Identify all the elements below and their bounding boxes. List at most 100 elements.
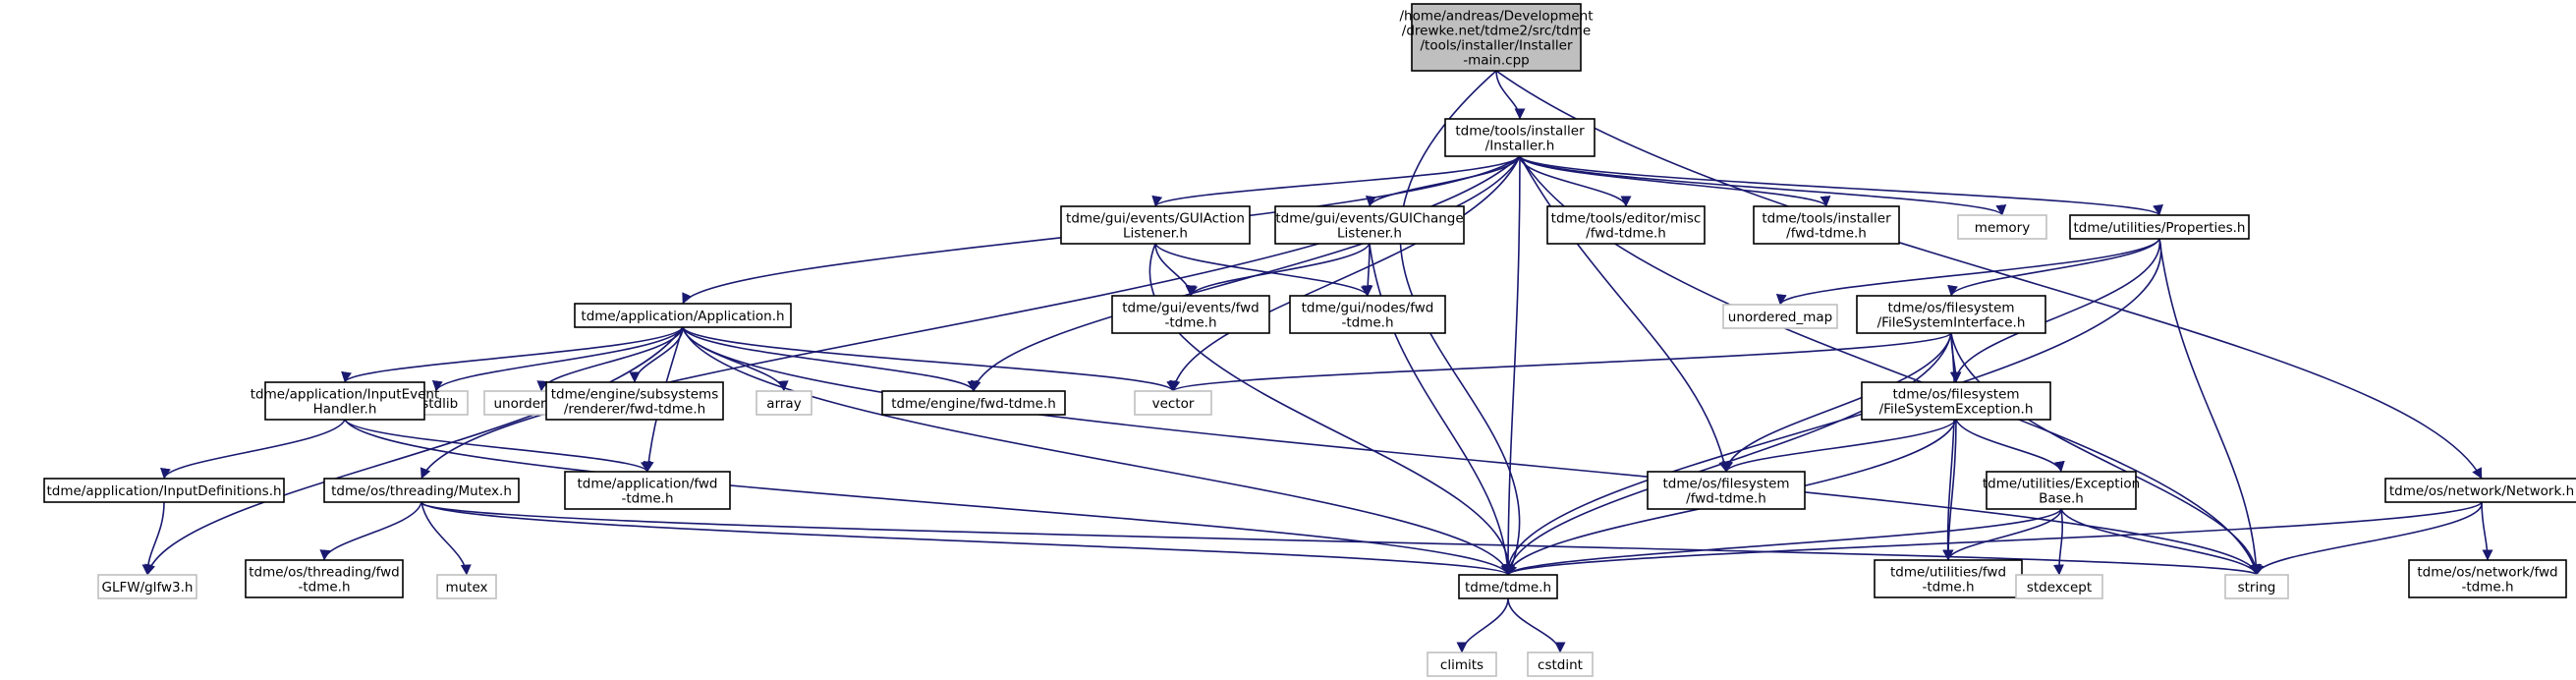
node-editor-fwd[interactable]: tdme/tools/editor/misc/fwd-tdme.h: [1546, 205, 1706, 245]
node-application-h[interactable]: tdme/application/Application.h: [574, 303, 792, 328]
edge-guichange-to-gui_nodes_fwd: [1362, 243, 1373, 297]
node-label: tdme/gui/events/GUIChange: [1275, 211, 1463, 227]
edge-network_h-to-tdme_h: [1504, 501, 2483, 576]
node-label: Base.h: [2039, 491, 2084, 507]
node-box: [1753, 205, 1900, 245]
node-label: /drewke.net/tdme2/src/tdme: [1402, 24, 1591, 39]
edge-main-to-installer_h: [1495, 70, 1526, 120]
edge-inputevent-to-tdme_h: [344, 419, 1511, 576]
node-label: /tools/installer/Installer: [1421, 38, 1573, 54]
node-box: [881, 390, 1066, 416]
node-label: /Installer.h: [1485, 139, 1555, 154]
node-box: [1274, 205, 1465, 245]
node-inputdefs[interactable]: tdme/application/InputDefinitions.h: [43, 478, 285, 503]
edge-fsinterface-to-fs_fwd: [1721, 332, 1952, 473]
node-box: [1546, 205, 1706, 245]
node-label: tdme/tools/editor/misc: [1551, 211, 1702, 227]
node-box: [1957, 214, 2047, 240]
node-label: cstdlib: [415, 396, 458, 412]
node-label: Handler.h: [313, 402, 377, 418]
node-fs-fwd[interactable]: tdme/os/filesystem/fwd-tdme.h: [1647, 471, 1806, 510]
node-tdme-h[interactable]: tdme/tdme.h: [1458, 574, 1558, 599]
node-label: tdme/os/filesystem: [1887, 301, 2014, 316]
node-box: [1861, 381, 2051, 421]
edge-installer_h-to-fs_fwd: [1519, 155, 1730, 473]
node-network-fwd[interactable]: tdme/os/network/fwd-tdme.h: [2408, 559, 2567, 598]
node-fsexception[interactable]: tdme/os/filesystem/FileSystemException.h: [1861, 381, 2051, 421]
node-label: unordered_map: [1728, 310, 1832, 325]
file-nodes: /home/andreas/Development/drewke.net/tdm…: [43, 3, 2576, 677]
node-label: /fwd-tdme.h: [1686, 491, 1766, 507]
edge-application_h-to-vector: [682, 326, 1177, 392]
node-label: /FileSystemInterface.h: [1877, 315, 2026, 331]
node-threading-fwd[interactable]: tdme/os/threading/fwd-tdme.h: [245, 559, 404, 598]
node-label: -tdme.h: [298, 580, 350, 595]
edge-application_h-to-inputevent: [341, 326, 684, 383]
edge-guiaction-to-gui_nodes_fwd: [1154, 243, 1372, 297]
node-label: Listener.h: [1123, 226, 1188, 242]
node-utilities-fwd[interactable]: tdme/utilities/fwd-tdme.h: [1874, 559, 2023, 598]
node-label: tdme/os/network/fwd: [2417, 565, 2557, 581]
node-engine-fwd[interactable]: tdme/engine/fwd-tdme.h: [881, 390, 1066, 416]
node-label: tdme/gui/nodes/fwd: [1302, 301, 1434, 316]
edge-installer_h-to-engine_fwd: [970, 155, 1521, 392]
node-renderer-fwd[interactable]: tdme/engine/subsystems/renderer/fwd-tdme…: [545, 381, 724, 421]
node-box: [1111, 295, 1270, 334]
node-label: /renderer/fwd-tdme.h: [564, 402, 705, 418]
node-mutex-h[interactable]: tdme/os/threading/Mutex.h: [323, 478, 520, 503]
node-label: climits: [1440, 657, 1484, 673]
edge-properties-to-fsinterface: [1947, 238, 2160, 297]
node-box: [43, 478, 285, 503]
edge-main-to-tdme_h: [1399, 70, 1521, 576]
node-gui-nodes-fwd[interactable]: tdme/gui/nodes/fwd-tdme.h: [1289, 295, 1446, 334]
node-main[interactable]: /home/andreas/Development/drewke.net/tdm…: [1399, 3, 1594, 72]
edge-exceptionbase-to-tdme_h: [1504, 508, 2062, 576]
node-gui-events-fwd[interactable]: tdme/gui/events/fwd-tdme.h: [1111, 295, 1270, 334]
node-climits: climits: [1427, 652, 1497, 677]
node-mutex: mutex: [436, 574, 497, 599]
edge-inputdefs-to-glfw: [141, 501, 165, 576]
node-application-fwd[interactable]: tdme/application/fwd-tdme.h: [564, 471, 731, 510]
node-label: -tdme.h: [1164, 315, 1216, 331]
node-box: [2069, 214, 2250, 240]
node-box: [1289, 295, 1446, 334]
edge-inputevent-to-inputdefs: [160, 419, 346, 480]
node-label: tdme/gui/events/fwd: [1122, 301, 1259, 316]
node-box: [1134, 390, 1212, 416]
node-box: [756, 390, 812, 416]
node-installer-h[interactable]: tdme/tools/installer/Installer.h: [1444, 118, 1596, 157]
node-cstdint: cstdint: [1527, 652, 1594, 677]
node-network-h[interactable]: tdme/os/network/Network.h: [2384, 478, 2576, 503]
node-label: tdme/application/Application.h: [581, 309, 784, 324]
node-label: tdme/application/fwd: [577, 477, 717, 492]
edge-mutex_h-to-string: [420, 501, 2265, 576]
node-installer-fwd[interactable]: tdme/tools/installer/fwd-tdme.h: [1753, 205, 1900, 245]
node-label: tdme/utilities/fwd: [1890, 565, 2006, 581]
edge-installer_h-to-vector: [1169, 155, 1521, 392]
node-label: vector: [1152, 396, 1195, 412]
node-box: [1986, 471, 2137, 510]
node-box: [264, 381, 425, 421]
edge-network_h-to-string: [2250, 501, 2483, 576]
node-box: [245, 559, 404, 598]
node-memory: memory: [1957, 214, 2047, 240]
node-label: array: [766, 396, 801, 412]
edge-main-to-network_h: [1495, 70, 2483, 480]
node-label: tdme/tools/installer: [1455, 124, 1585, 140]
edge-properties-to-fsexception: [1949, 238, 2160, 383]
node-properties[interactable]: tdme/utilities/Properties.h: [2069, 214, 2250, 240]
node-fsinterface[interactable]: tdme/os/filesystem/FileSystemInterface.h: [1856, 295, 2046, 334]
node-box: [1427, 652, 1497, 677]
edge-exceptionbase-to-utilities_fwd: [1942, 508, 2062, 561]
node-label: tdme/os/filesystem: [1892, 387, 2019, 403]
edge-properties-to-string: [2158, 238, 2262, 576]
node-label: mutex: [445, 580, 487, 595]
edge-guichange-to-gui_events_fwd: [1187, 243, 1371, 297]
dependency-edges: [141, 70, 2493, 653]
edge-fsinterface-to-string: [1950, 332, 2262, 576]
